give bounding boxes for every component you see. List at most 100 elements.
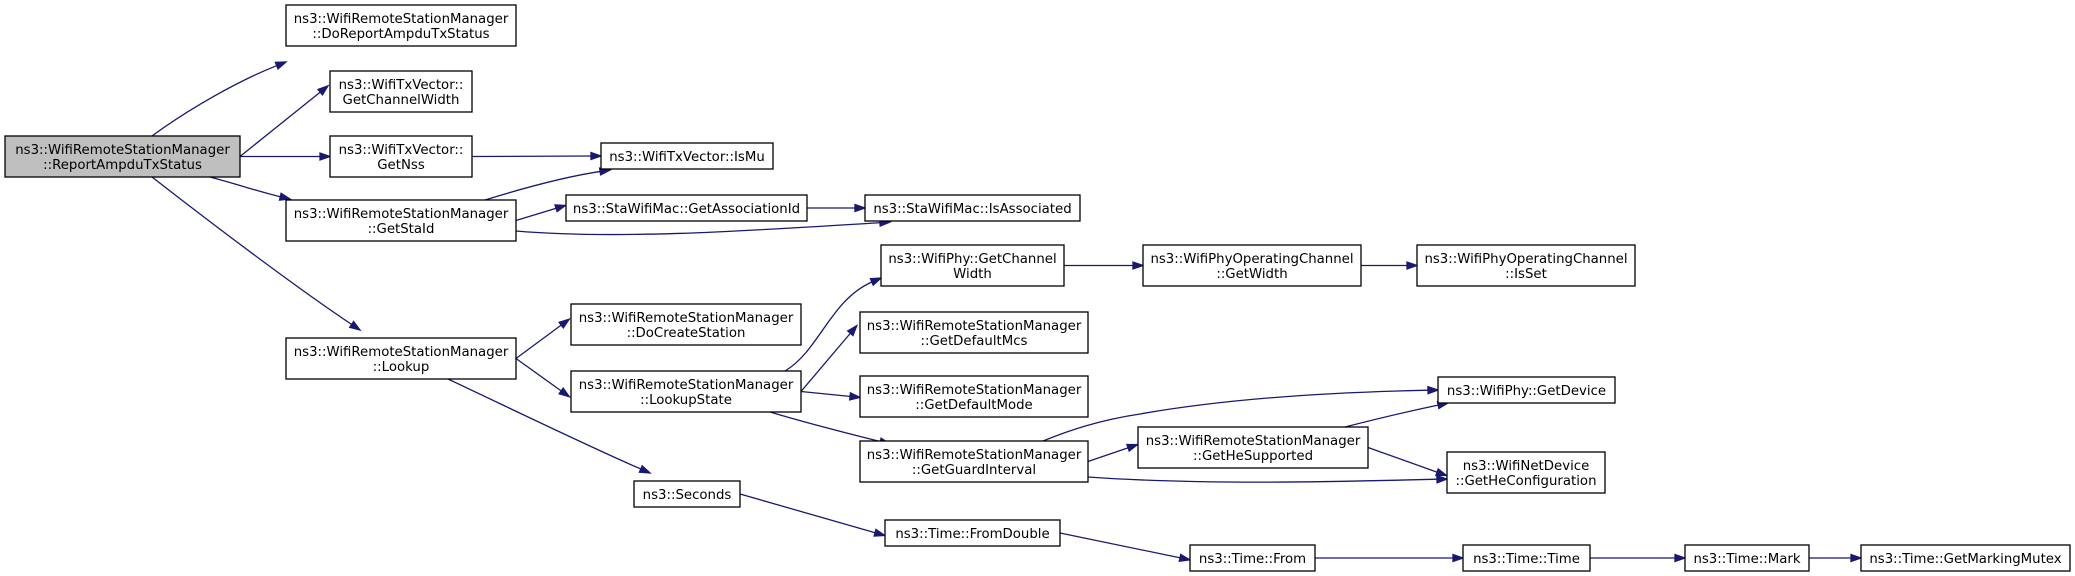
node-label-line: ::GetGuardInterval <box>912 463 1036 478</box>
node-label-line: ns3::WifiRemoteStationManager <box>867 383 1082 398</box>
edge-mark-to-mutex <box>1809 553 1863 563</box>
edge-report-to-getStaId <box>209 176 292 201</box>
edge-phyChanWidth-to-opGetWidth <box>1064 261 1145 270</box>
node-label-line: ::GetHeConfiguration <box>1455 474 1596 489</box>
node-doReport[interactable]: ns3::WifiRemoteStationManager::DoReportA… <box>285 4 517 47</box>
arrowhead <box>1125 443 1140 453</box>
edge-lookupState-to-defMcs <box>800 324 859 392</box>
node-label-line: ::IsSet <box>1505 267 1547 282</box>
node-isAssoc[interactable]: ns3::StaWifiMac::IsAssociated <box>864 194 1081 222</box>
node-doCreate[interactable]: ns3::WifiRemoteStationManager::DoCreateS… <box>570 303 802 346</box>
node-getChanWidth[interactable]: ns3::WifiTxVector::GetChannelWidth <box>329 70 473 113</box>
edge-lookup-to-doCreate <box>515 318 571 360</box>
node-lookupState[interactable]: ns3::WifiRemoteStationManager::LookupSta… <box>570 370 802 413</box>
node-lookup[interactable]: ns3::WifiRemoteStationManager::Lookup <box>285 337 517 380</box>
node-mutex[interactable]: ns3::Time::GetMarkingMutex <box>1860 544 2071 572</box>
edge-lookup-to-lookupState <box>515 357 571 398</box>
node-label-line: Width <box>953 267 992 282</box>
node-label-line: ::DoReportAmpduTxStatus <box>312 27 489 42</box>
node-heConfig[interactable]: ns3::WifiNetDevice::GetHeConfiguration <box>1446 451 1606 494</box>
edge-getNss-to-isMu <box>471 151 603 161</box>
edge-time-to-mark <box>1590 553 1687 563</box>
node-box <box>884 519 1061 547</box>
node-box <box>1137 426 1369 469</box>
node-label-line: ns3::WifiRemoteStationManager <box>867 319 1082 334</box>
node-label-line: ns3::WifiNetDevice <box>1463 459 1590 474</box>
node-opIsSet[interactable]: ns3::WifiPhyOperatingChannel::IsSet <box>1416 244 1636 287</box>
arrowhead <box>1434 467 1449 477</box>
node-label-line: ns3::WifiTxVector:: <box>339 78 464 93</box>
node-label-line: ns3::Time::FromDouble <box>895 527 1049 542</box>
arrowhead <box>1427 385 1440 395</box>
node-defMode[interactable]: ns3::WifiRemoteStationManager::GetDefaul… <box>859 375 1089 418</box>
node-label-line: ns3::WifiTxVector::IsMu <box>609 150 765 165</box>
arrowhead <box>1436 474 1449 484</box>
arrowhead <box>1674 553 1687 563</box>
node-box <box>1437 376 1616 404</box>
node-box <box>285 4 517 47</box>
node-heSupported[interactable]: ns3::WifiRemoteStationManager::GetHeSupp… <box>1137 426 1369 469</box>
edge-report-to-getNss <box>240 152 332 161</box>
node-label-line: ns3::Time::Time <box>1473 552 1580 567</box>
node-box <box>1142 244 1362 287</box>
node-box <box>565 194 808 222</box>
arrowhead <box>590 151 603 161</box>
node-time[interactable]: ns3::Time::Time <box>1462 544 1591 572</box>
arrowhead <box>638 464 652 474</box>
node-box <box>859 375 1089 418</box>
node-box <box>1860 544 2071 572</box>
edge-fromDouble-to-from <box>1059 532 1192 562</box>
node-isMu[interactable]: ns3::WifiTxVector::IsMu <box>600 142 774 170</box>
node-label-line: ::GetDefaultMode <box>915 398 1032 413</box>
arrowhead <box>316 84 330 97</box>
node-label-line: ::Lookup <box>373 360 430 375</box>
arrowhead <box>1850 553 1863 563</box>
node-label-line: ::ReportAmpduTxStatus <box>43 158 202 173</box>
node-box <box>864 194 1081 222</box>
edge-lookup-to-seconds <box>447 378 652 474</box>
edge-opGetWidth-to-opIsSet <box>1361 261 1419 270</box>
arrowhead <box>558 386 571 398</box>
node-label-line: ns3::Time::From <box>1199 552 1306 567</box>
node-label-line: ns3::WifiRemoteStationManager <box>579 378 794 393</box>
node-label-line: ns3::WifiRemoteStationManager <box>294 12 509 27</box>
node-defMcs[interactable]: ns3::WifiRemoteStationManager::GetDefaul… <box>859 311 1089 354</box>
arrowhead <box>348 320 362 332</box>
node-getAssocId[interactable]: ns3::StaWifiMac::GetAssociationId <box>565 194 808 222</box>
node-fromDouble[interactable]: ns3::Time::FromDouble <box>884 519 1061 547</box>
nodes-layer: ns3::WifiRemoteStationManager::ReportAmp… <box>4 4 2071 572</box>
node-label-line: ns3::WifiRemoteStationManager <box>579 311 794 326</box>
node-box <box>329 135 473 178</box>
node-box <box>859 440 1089 483</box>
node-phyChanWidth[interactable]: ns3::WifiPhy::GetChannelWidth <box>880 244 1065 287</box>
node-report[interactable]: ns3::WifiRemoteStationManager::ReportAmp… <box>4 135 241 178</box>
node-box <box>600 142 774 170</box>
node-from[interactable]: ns3::Time::From <box>1189 544 1316 572</box>
node-opGetWidth[interactable]: ns3::WifiPhyOperatingChannel::GetWidth <box>1142 244 1362 287</box>
node-label-line: ns3::StaWifiMac::IsAssociated <box>873 202 1071 217</box>
node-label-line: ::GetDefaultMcs <box>921 334 1028 349</box>
node-guard[interactable]: ns3::WifiRemoteStationManager::GetGuardI… <box>859 440 1089 483</box>
node-mark[interactable]: ns3::Time::Mark <box>1684 544 1810 572</box>
node-getNss[interactable]: ns3::WifiTxVector::GetNss <box>329 135 473 178</box>
edge-getStaId-to-getAssocId <box>515 204 568 222</box>
node-label-line: GetNss <box>377 158 425 173</box>
arrowhead <box>873 528 887 537</box>
arrowhead <box>558 318 571 330</box>
node-seconds[interactable]: ns3::Seconds <box>633 480 741 508</box>
node-getStaId[interactable]: ns3::WifiRemoteStationManager::GetStaId <box>285 199 517 242</box>
arrowhead <box>1178 553 1192 562</box>
edge-heSupported-to-phyDevice <box>1344 400 1450 428</box>
node-box <box>285 199 517 242</box>
node-box <box>880 244 1065 287</box>
node-label-line: ns3::WifiPhyOperatingChannel <box>1424 252 1627 267</box>
node-box <box>1189 544 1316 572</box>
node-label-line: ns3::WifiRemoteStationManager <box>1146 434 1361 449</box>
node-label-line: ns3::WifiPhy::GetDevice <box>1447 384 1606 399</box>
node-label-line: ns3::Time::GetMarkingMutex <box>1869 552 2061 567</box>
node-phyDevice[interactable]: ns3::WifiPhy::GetDevice <box>1437 376 1616 404</box>
arrowhead <box>869 277 883 287</box>
arrowhead <box>1452 553 1465 563</box>
edge-seconds-to-fromDouble <box>739 493 887 537</box>
